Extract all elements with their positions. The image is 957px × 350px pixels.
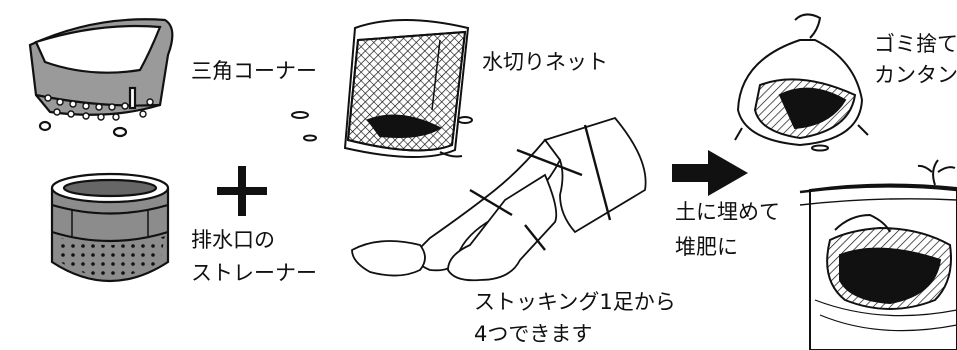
plus-icon [217,166,267,216]
garbage-easy-label-line1: ゴミ捨て [874,32,957,56]
draining-net-label: 水切りネット [482,50,608,74]
garbage-easy-label-line2: カンタン [874,63,957,87]
buried-net-soil-drawing [799,159,957,350]
bury-compost-label-line2: 堆肥に [675,235,738,259]
arrow-right-icon [672,150,748,196]
stocking-drawing [351,116,647,282]
corner-sink-basket-label: 三角コーナー [191,59,317,83]
corner-sink-basket-drawing [28,18,174,138]
draining-net-drawing [291,19,473,159]
stocking-label-line2: 4つできます [474,322,593,346]
drain-strainer-label-line1: 排水口の [191,228,275,252]
stocking-label-line1: ストッキング1足から [474,290,676,314]
bury-compost-label-line1: 土に埋めて [675,200,780,224]
drain-strainer-drawing [50,172,170,283]
drain-strainer-label-line2: ストレーナー [191,261,317,285]
tied-net-bag-drawing [734,13,869,152]
